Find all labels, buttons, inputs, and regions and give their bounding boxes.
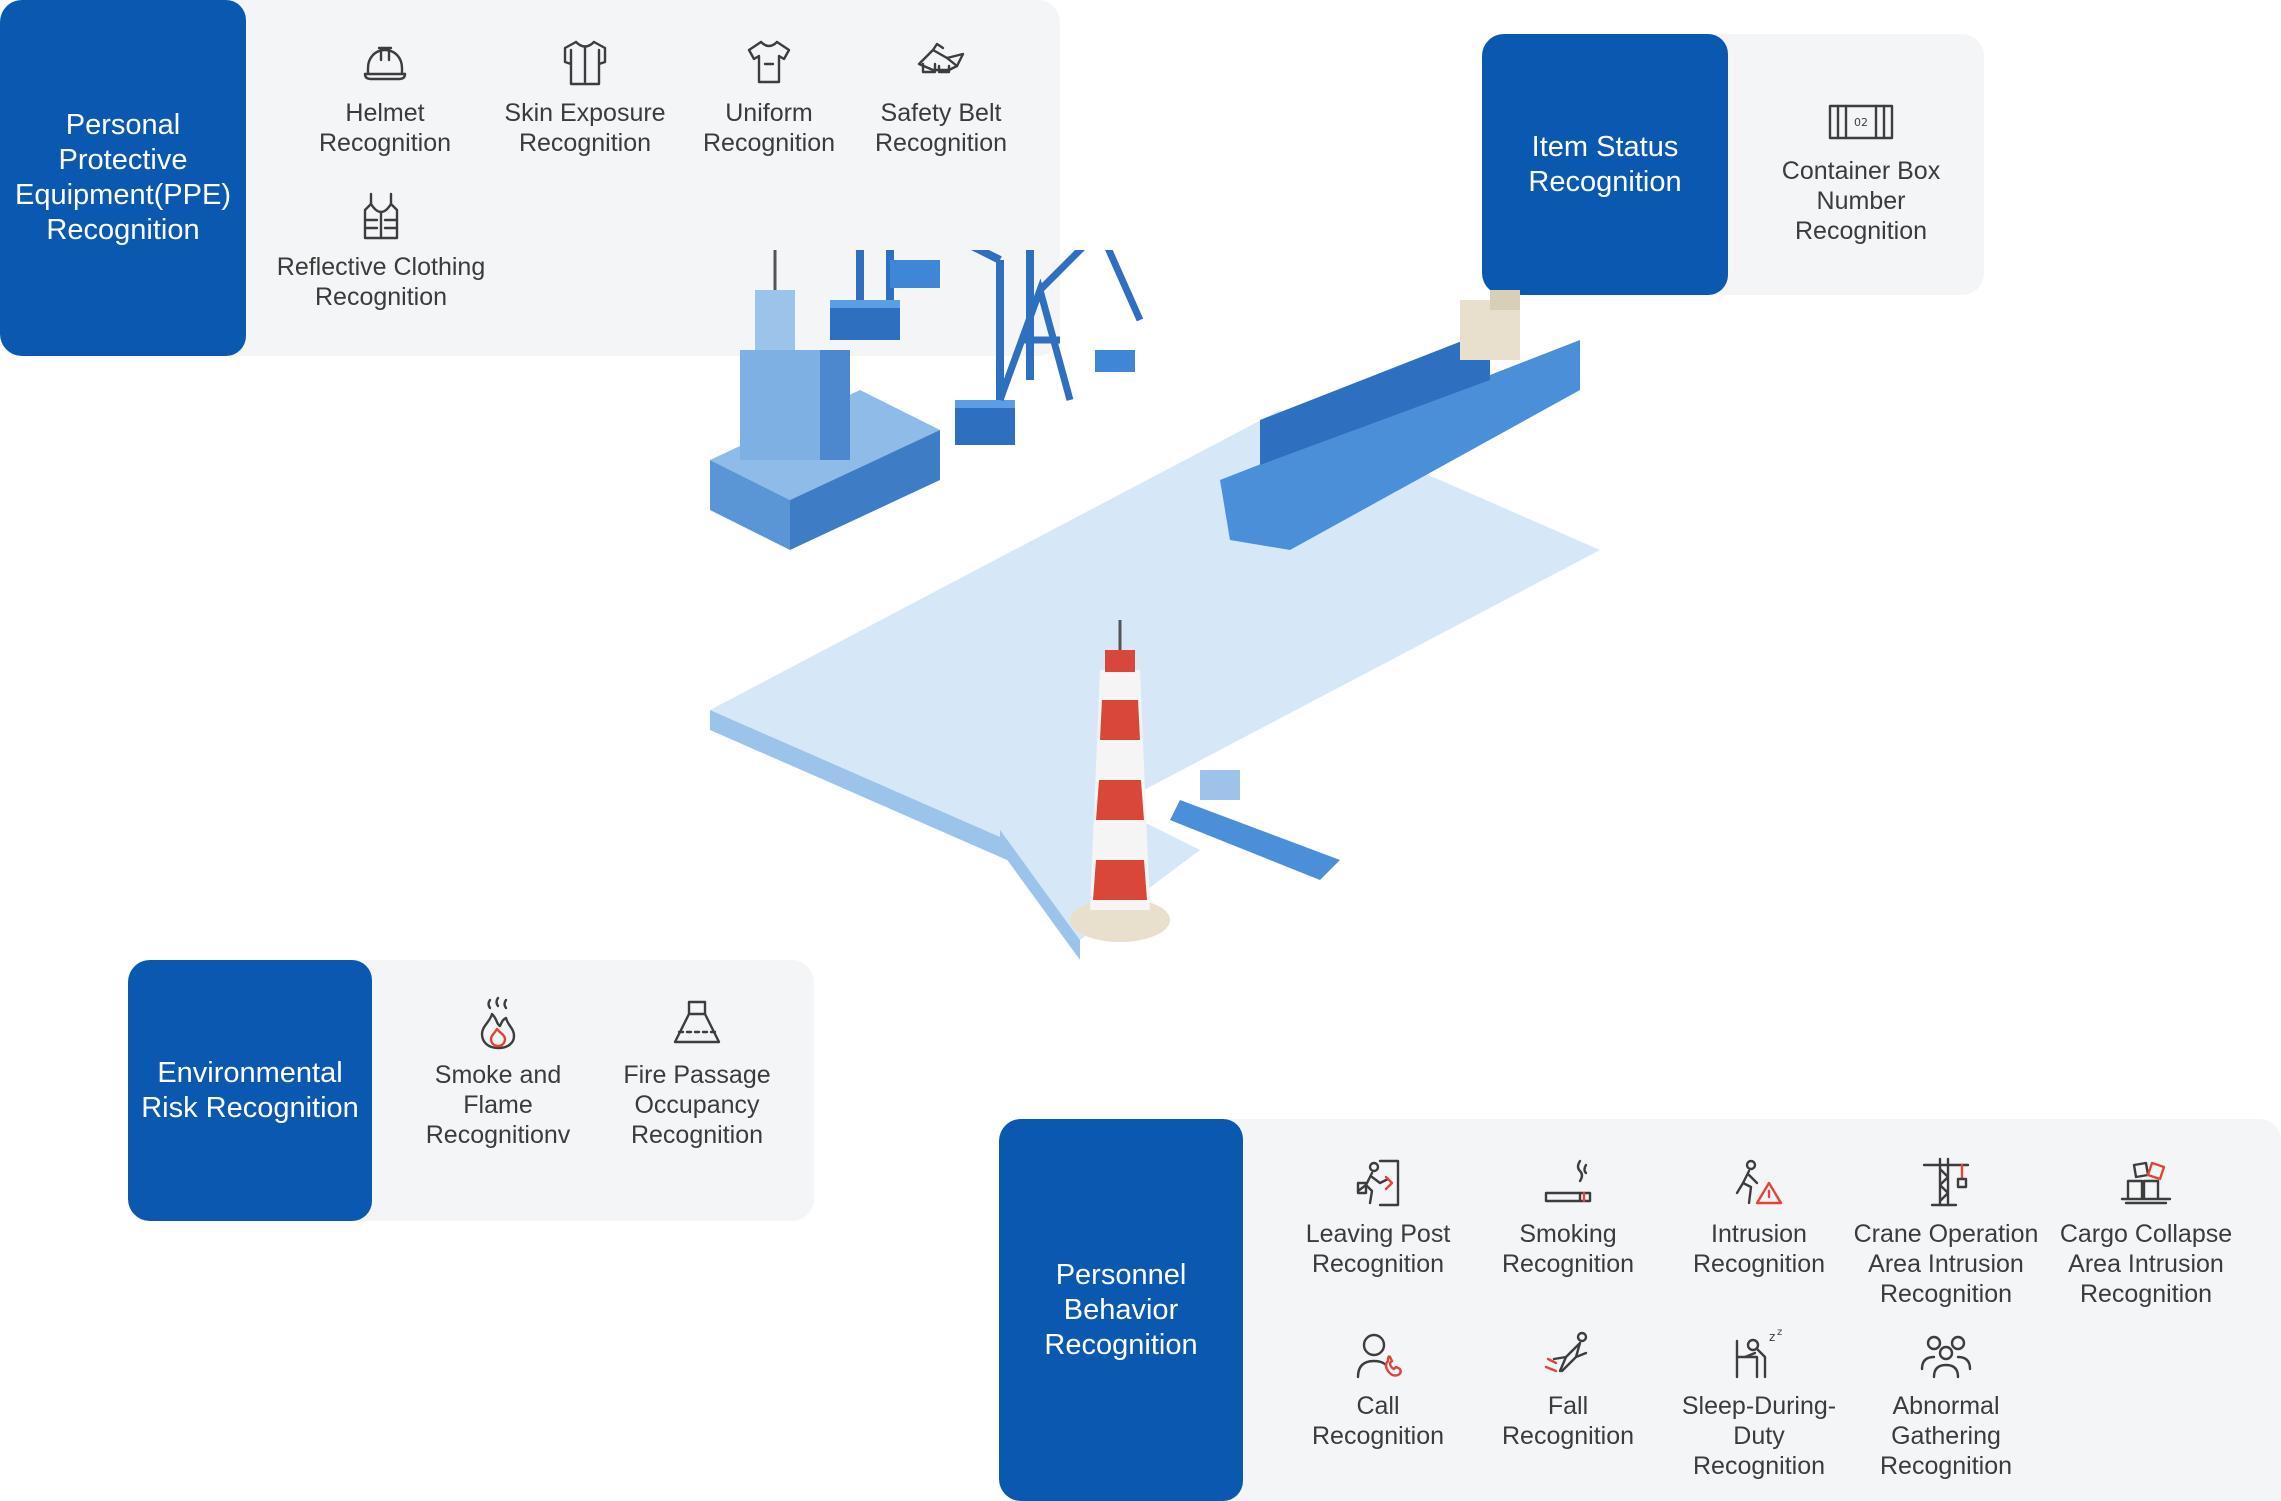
container-number-badge: 02 [1854,116,1868,129]
leaving-post-recognition-label: Leaving Post Recognition [1305,1220,1451,1278]
uniform-recognition-label: Uniform Recognition [702,99,836,157]
personnel-panel: Personnel Behavior Recognition Leaving P… [999,1119,2281,1501]
fire-passage-occupancy-recognition-label: Fire Passage Occupancy Recognition [623,1061,771,1149]
crane-operation-area-intrusion-recognition-label: Crane Operation Area Intrusion Recogniti… [1853,1220,2039,1308]
small-boat [1170,770,1340,880]
vest-icon [353,188,409,244]
cargo-ship [1220,290,1580,550]
uniform-icon [741,34,797,90]
item-status-panel: Item Status Recognition 02 Container Box… [1482,34,1984,295]
crane-container [1095,350,1135,372]
control-building [710,250,940,550]
abnormal-gathering-recognition-item[interactable]: Abnormal Gathering Recognition [1841,1327,2051,1481]
abnormal-gathering-recognition-label: Abnormal Gathering Recognition [1879,1392,2013,1480]
smoke-flame-recognition-label: Smoke and Flame Recognitionv [425,1061,571,1149]
gantry-crane [856,250,1034,400]
crane-operation-area-intrusion-recognition-item[interactable]: Crane Operation Area Intrusion Recogniti… [1841,1155,2051,1309]
leaving-post-icon [1350,1155,1406,1211]
skin-exposure-recognition-item[interactable]: Skin Exposure Recognition [490,34,680,158]
gantry-container [890,260,940,288]
ppe-panel-title: Personal Protective Equipment(PPE) Recog… [0,0,246,356]
fall-recognition-label: Fall Recognition [1501,1392,1635,1450]
svg-text:z: z [1769,1330,1775,1344]
helmet-recognition-label: Helmet Recognition [318,99,452,157]
environment-panel-title: Environmental Risk Recognition [128,960,372,1221]
lighthouse [1070,620,1170,942]
container-stack-1 [830,300,900,340]
cargo-collapse-icon [2118,1155,2174,1211]
smoking-icon [1540,1155,1596,1211]
fall-icon [1540,1327,1596,1383]
portal-crane [996,250,1144,402]
shirt-icon [557,34,613,90]
crane-icon [1918,1155,1974,1211]
dock-platform [710,410,1600,960]
call-icon [1350,1327,1406,1383]
safety-belt-icon [913,34,969,90]
reflective-clothing-recognition-item[interactable]: Reflective Clothing Recognition [266,188,496,312]
ppe-panel: Personal Protective Equipment(PPE) Recog… [0,0,1060,356]
cargo-collapse-area-intrusion-recognition-label: Cargo Collapse Area Intrusion Recognitio… [2059,1220,2233,1308]
helmet-recognition-item[interactable]: Helmet Recognition [290,34,480,158]
smoke-flame-recognition-item[interactable]: Smoke and Flame Recognitionv [398,996,598,1150]
call-recognition-item[interactable]: Call Recognition [1275,1327,1481,1451]
container-box-number-recognition-label: Container Box Number Recognition [1781,157,1941,245]
fire-passage-icon [669,996,725,1052]
reflective-clothing-recognition-label: Reflective Clothing Recognition [276,253,486,311]
item-status-panel-title: Item Status Recognition [1482,34,1728,295]
intrusion-icon [1731,1155,1787,1211]
container-box-number-recognition-item[interactable]: 02 Container Box Number Recognition [1754,92,1968,246]
intrusion-recognition-label: Intrusion Recognition [1692,1220,1826,1278]
uniform-recognition-item[interactable]: Uniform Recognition [674,34,864,158]
personnel-panel-title: Personnel Behavior Recognition [999,1119,1243,1501]
container-icon: 02 [1826,92,1896,148]
environment-panel: Environmental Risk Recognition Smoke and… [128,960,814,1221]
svg-text:z: z [1777,1327,1782,1338]
smoking-recognition-item[interactable]: Smoking Recognition [1473,1155,1663,1279]
skin-exposure-recognition-label: Skin Exposure Recognition [504,99,666,157]
smoking-recognition-label: Smoking Recognition [1501,1220,1635,1278]
call-recognition-label: Call Recognition [1311,1392,1445,1450]
safety-belt-recognition-label: Safety Belt Recognition [874,99,1008,157]
container-stack-2 [955,400,1015,445]
leaving-post-recognition-item[interactable]: Leaving Post Recognition [1275,1155,1481,1279]
cargo-collapse-area-intrusion-recognition-item[interactable]: Cargo Collapse Area Intrusion Recognitio… [2041,1155,2251,1309]
sleep-during-duty-recognition-label: Sleep-During- Duty Recognition [1681,1392,1837,1480]
gathering-icon [1918,1327,1974,1383]
flame-icon [470,996,526,1052]
intrusion-recognition-item[interactable]: Intrusion Recognition [1659,1155,1859,1279]
fall-recognition-item[interactable]: Fall Recognition [1473,1327,1663,1451]
helmet-icon [357,34,413,90]
safety-belt-recognition-item[interactable]: Safety Belt Recognition [846,34,1036,158]
fire-passage-occupancy-recognition-item[interactable]: Fire Passage Occupancy Recognition [592,996,802,1150]
port-illustration [710,250,1600,960]
